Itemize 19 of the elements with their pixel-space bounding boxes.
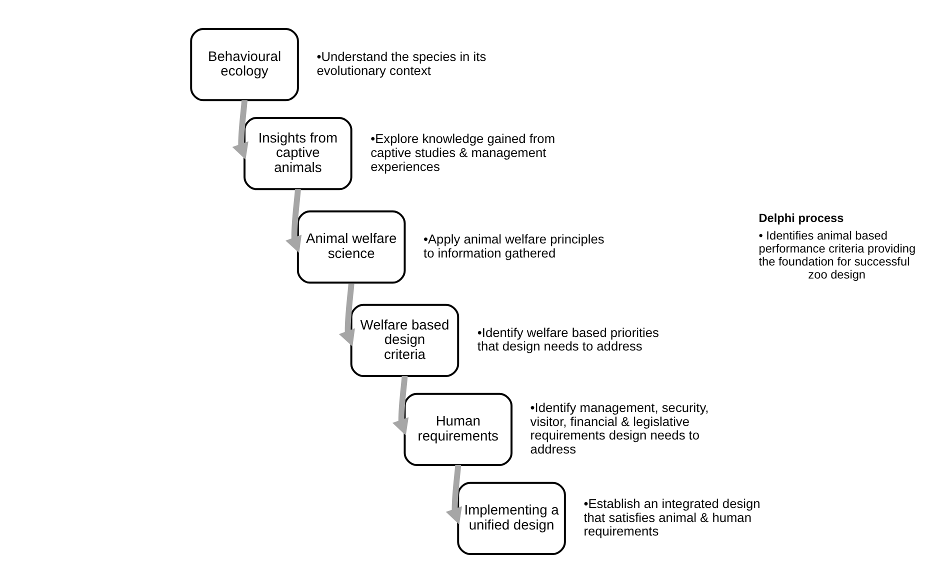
arrow <box>392 375 409 435</box>
node-label: •Identify welfare based priorities that design needs to address <box>477 324 659 354</box>
node-label: •Apply animal welfare principles to information gathered <box>424 230 604 260</box>
arrow <box>446 464 462 524</box>
node-label: •Identify management, security, visitor, financial & legislative requirements design needs to address <box>530 400 709 456</box>
node-box: Implementing a unified design <box>457 481 566 555</box>
node-box: Welfare based design criteria <box>350 303 460 377</box>
node-box: Human requirements <box>404 392 512 466</box>
arrow <box>232 100 248 160</box>
node-box: Animal welfare science <box>296 210 406 284</box>
node-label: •Establish an integrated design that satisfies animal & human requirements <box>584 495 760 538</box>
arrow <box>338 282 355 346</box>
node-label: •Explore knowledge gained from captive studies & management experiences <box>370 130 556 174</box>
node-box: Behavioural ecology <box>190 27 299 101</box>
node-label: •Understand the species in its evolutionary context <box>316 48 486 78</box>
label: Delphi process <box>758 210 844 224</box>
label: • Identifies animal based performance criteria providing the foundation for successful zoo design <box>758 228 916 281</box>
arrow <box>286 188 302 252</box>
node-box: Insights from captive animals <box>244 116 352 190</box>
